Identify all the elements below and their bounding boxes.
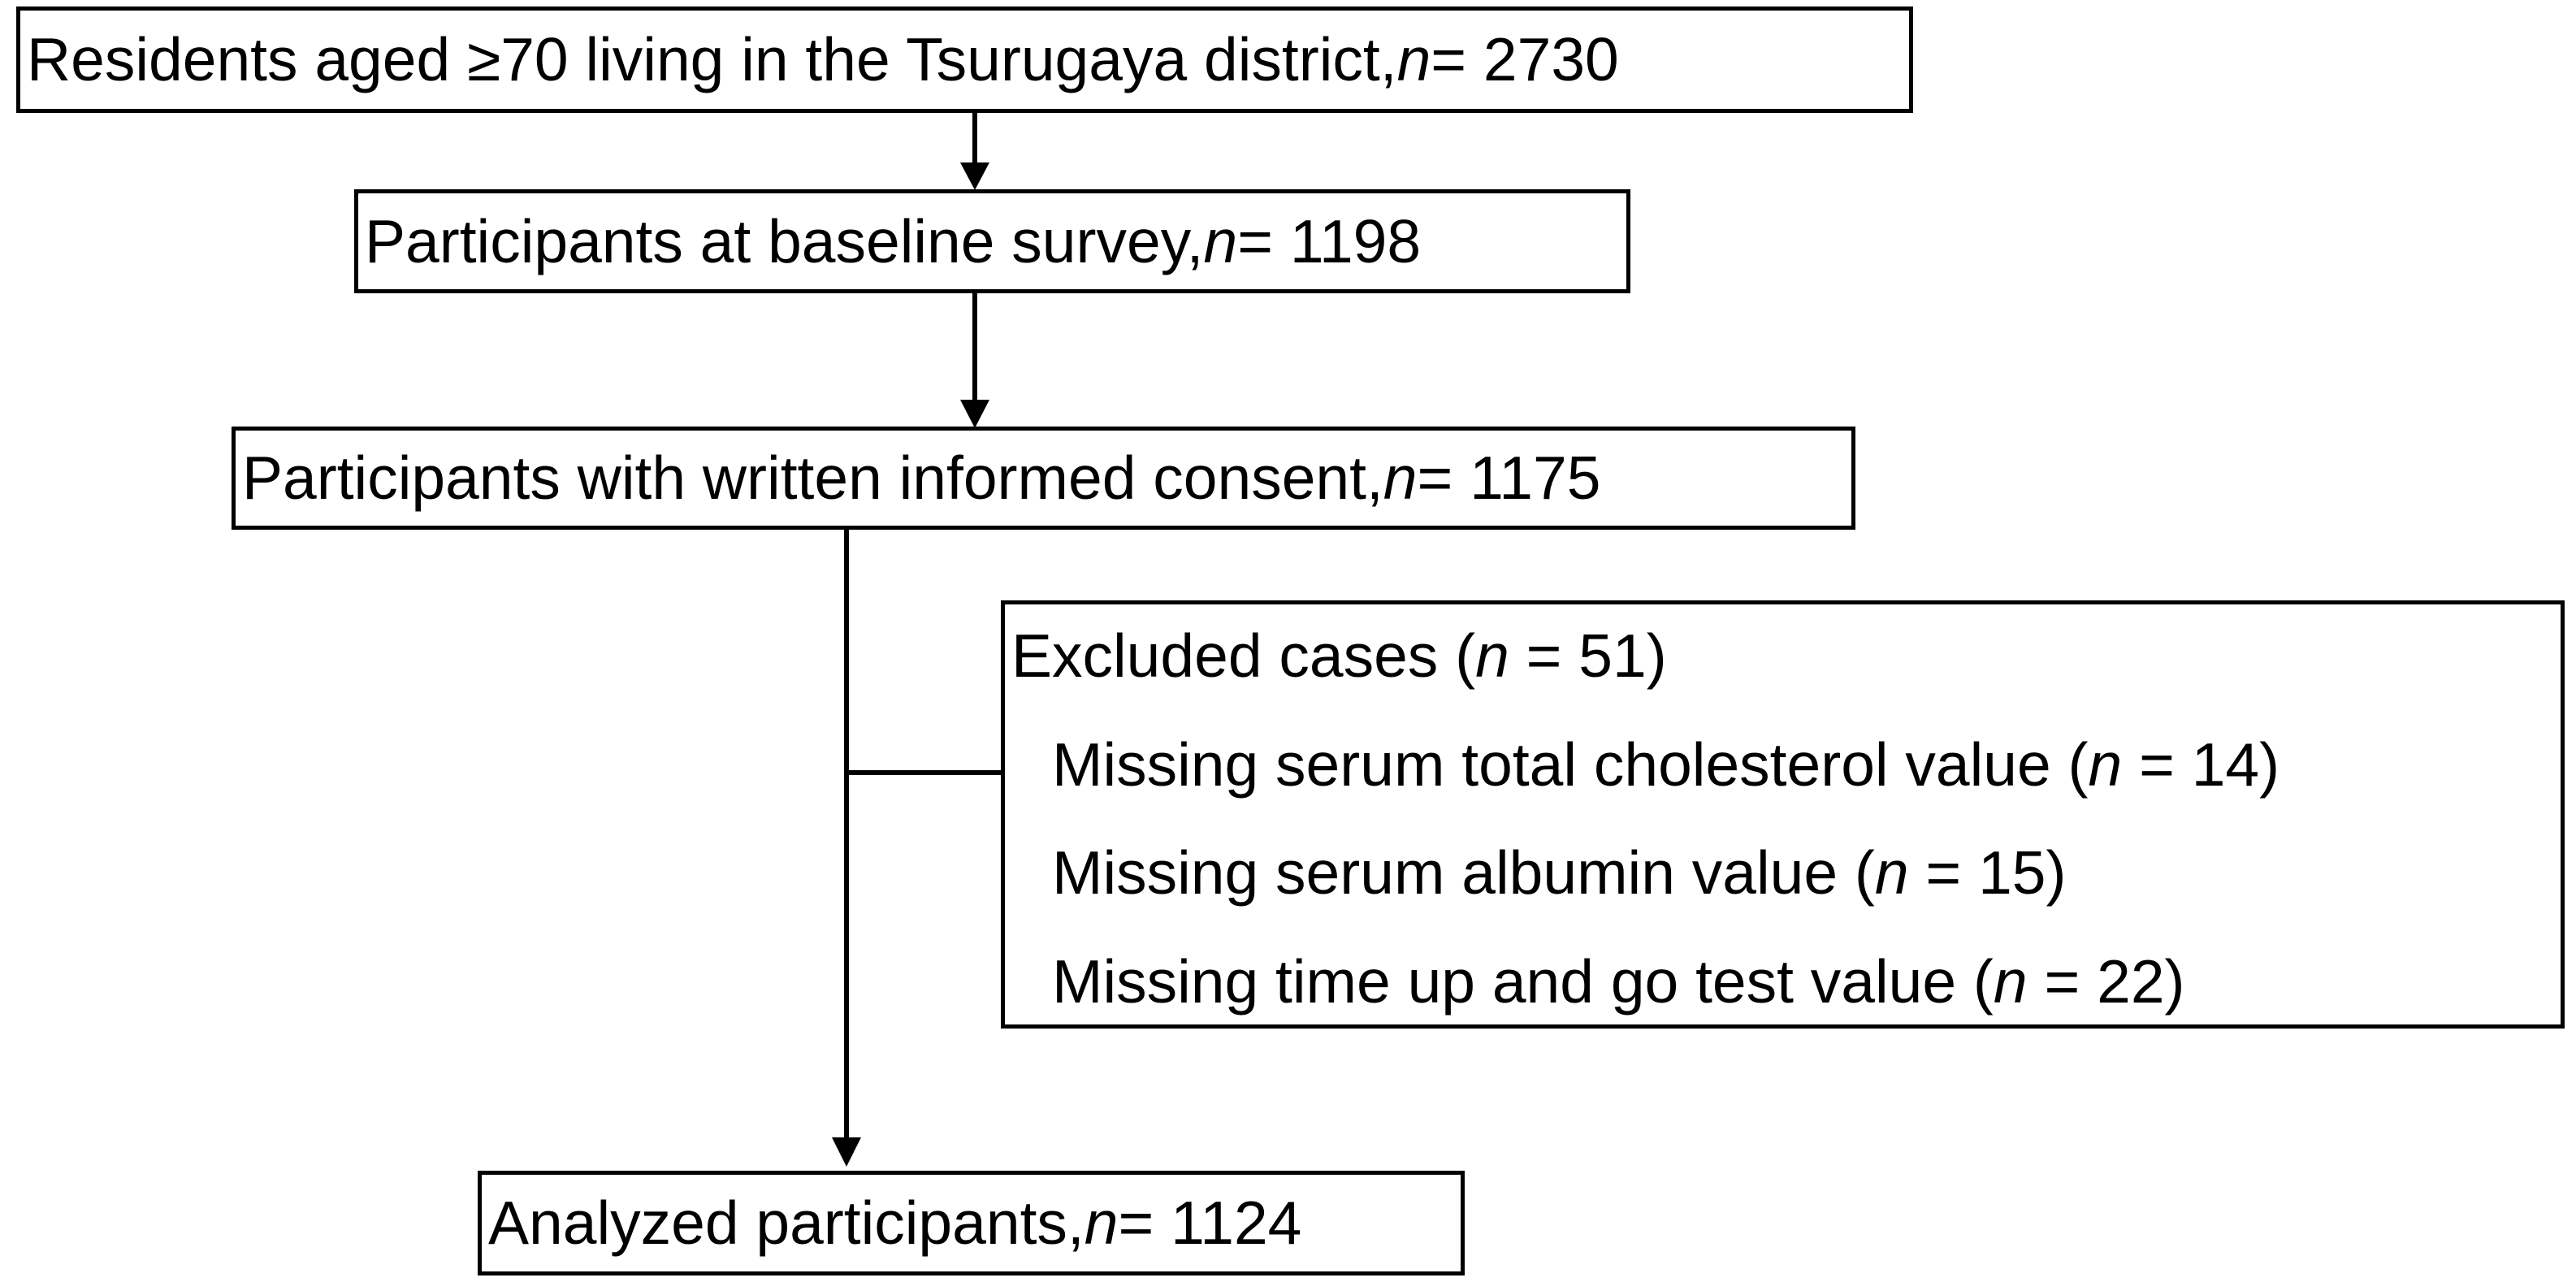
arrowhead-consent-to-analyzed xyxy=(832,1137,861,1167)
baseline-box: Participants at baseline survey, n = 119… xyxy=(354,189,1630,293)
analyzed-n-value: = 1124 xyxy=(1118,1189,1302,1257)
excluded-item-albumin: Missing serum albumin value (n = 15) xyxy=(1052,838,2067,907)
consent-box: Participants with written informed conse… xyxy=(232,427,1855,530)
analyzed-text: Analyzed participants, xyxy=(488,1189,1085,1257)
consent-n-value: = 1175 xyxy=(1417,444,1601,512)
consent-text: Participants with written informed conse… xyxy=(242,444,1383,512)
residents-n-value: = 2730 xyxy=(1431,25,1619,93)
arrowhead-residents-to-baseline xyxy=(960,162,989,190)
excluded-box: Excluded cases (n = 51) Missing serum to… xyxy=(1001,600,2565,1029)
analyzed-n-label: n xyxy=(1084,1189,1119,1257)
baseline-n-value: = 1198 xyxy=(1237,206,1422,275)
baseline-text: Participants at baseline survey, xyxy=(365,206,1204,275)
residents-n-label: n xyxy=(1396,25,1431,93)
excluded-title: Excluded cases (n = 51) xyxy=(1011,622,1667,690)
arrowhead-baseline-to-consent xyxy=(960,400,989,428)
analyzed-box: Analyzed participants, n = 1124 xyxy=(478,1171,1465,1276)
residents-text: Residents aged ≥70 living in the Tsuruga… xyxy=(27,25,1397,93)
excluded-item-cholesterol: Missing serum total cholesterol value (n… xyxy=(1052,730,2280,799)
excluded-item-tug: Missing time up and go test value (n = 2… xyxy=(1052,947,2185,1016)
consent-n-label: n xyxy=(1383,444,1418,512)
residents-box: Residents aged ≥70 living in the Tsuruga… xyxy=(16,6,1913,113)
baseline-n-label: n xyxy=(1203,206,1238,275)
